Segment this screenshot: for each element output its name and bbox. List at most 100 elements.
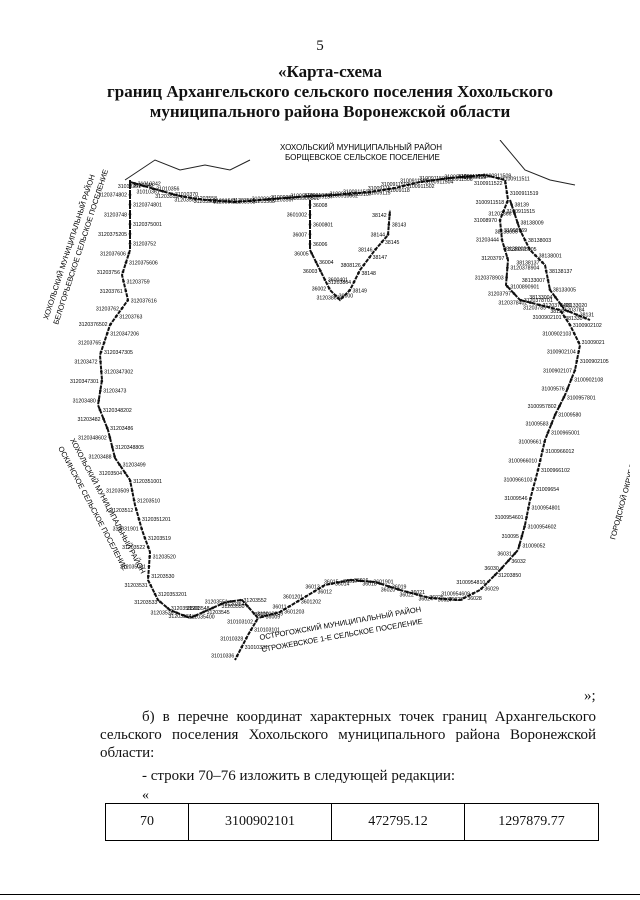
- boundary-point: [257, 198, 260, 202]
- point-label: 38133005: [553, 287, 576, 293]
- point-label: 3100954801: [531, 506, 560, 512]
- boundary-point: [497, 177, 501, 180]
- point-label: 36030: [484, 566, 499, 572]
- point-label: 3100911515: [507, 209, 536, 215]
- boundary-point: [510, 203, 513, 206]
- point-label: 36017: [343, 579, 358, 585]
- point-label: 31203765: [78, 341, 101, 347]
- point-label: 31203566: [232, 198, 255, 204]
- point-label: 3120351201: [142, 517, 171, 523]
- boundary-point: [523, 238, 527, 242]
- boundary-point: [536, 468, 540, 472]
- boundary-point: [229, 600, 233, 603]
- boundary-point: [487, 174, 491, 178]
- point-label: 310095: [502, 534, 519, 540]
- point-label: 31203519: [148, 536, 171, 542]
- point-label: 3100911522: [474, 181, 503, 187]
- boundary-point: [315, 194, 318, 198]
- boundary-point: [534, 478, 537, 481]
- document-title: «Карта-схема границ Архангельского сельс…: [60, 62, 600, 122]
- boundary-point: [334, 294, 337, 297]
- boundary-point: [208, 199, 212, 202]
- boundary-point: [153, 592, 157, 596]
- boundary-point: [559, 303, 563, 307]
- point-label: 3100911510: [458, 174, 487, 180]
- region-label-west-1: ХОХОЛЬСКИЙ МУНИЦИПАЛЬНЫЙ РАЙОН: [41, 173, 97, 320]
- point-label: 31009115: [368, 186, 391, 192]
- boundary-point: [527, 506, 530, 509]
- point-label: 36020: [381, 587, 396, 593]
- point-label: 3120378904: [510, 266, 539, 272]
- point-label: 31009115: [444, 174, 467, 180]
- boundary-point: [387, 585, 391, 588]
- boundary-point: [237, 200, 241, 203]
- point-label: 3100954810: [456, 580, 485, 586]
- boundary-point: [411, 182, 414, 186]
- boundary-point: [128, 232, 132, 236]
- boundary-point: [568, 323, 572, 327]
- boundary-point: [276, 197, 280, 200]
- boundary-point: [541, 449, 544, 453]
- point-label: 3120347302: [104, 369, 133, 375]
- point-label: 38148: [361, 271, 376, 277]
- boundary-point: [528, 301, 532, 304]
- closing-mark: »;: [584, 688, 596, 704]
- point-label: 31203510: [137, 498, 160, 504]
- boundary-point: [425, 595, 428, 599]
- point-label: 3120375606: [129, 261, 158, 267]
- point-label: 31010336: [211, 654, 234, 660]
- point-label: 31203551: [205, 599, 228, 605]
- boundary-point: [305, 194, 309, 198]
- boundary-point: [519, 230, 523, 233]
- region-label-north-2: БОРЩЕВСКОЕ СЕЛЬСКОЕ ПОСЕЛЕНИЕ: [285, 153, 440, 162]
- boundary-point: [159, 600, 162, 604]
- boundary-point: [105, 332, 109, 335]
- point-label: 31203550: [221, 604, 244, 610]
- boundary-point: [547, 305, 551, 309]
- boundary-point: [453, 598, 457, 601]
- point-label: 31009107: [349, 192, 372, 198]
- boundary-point: [310, 252, 314, 255]
- boundary-point: [128, 193, 132, 196]
- point-label: 36005: [294, 251, 309, 257]
- point-label: 3100911506: [444, 177, 473, 183]
- point-label: 31203548: [186, 606, 209, 612]
- boundary-point: [566, 387, 569, 390]
- boundary-point: [98, 389, 102, 393]
- point-label: 38133004: [529, 295, 552, 301]
- boundary-point: [566, 309, 570, 313]
- boundary-point: [99, 350, 103, 354]
- boundary-point: [175, 611, 178, 614]
- boundary-point: [359, 579, 362, 583]
- boundary-point: [529, 496, 532, 500]
- boundary-point: [363, 191, 367, 194]
- boundary-point: [193, 614, 196, 618]
- point-label: 3100911505: [400, 178, 429, 184]
- point-label: 31203558: [194, 196, 217, 202]
- point-label: 3120374802: [98, 193, 127, 199]
- point-label: 381330: [565, 316, 582, 322]
- point-label: 36022: [400, 593, 415, 599]
- boundary-point: [538, 459, 542, 462]
- point-label: 36007: [293, 232, 308, 238]
- point-label: 3100966102: [541, 468, 570, 474]
- point-label: 31203533: [134, 600, 157, 606]
- boundary-point: [357, 271, 360, 275]
- point-label: 31203752: [133, 242, 156, 248]
- boundary-point: [563, 315, 566, 319]
- boundary-point: [348, 289, 351, 292]
- point-label: 38138001: [539, 254, 562, 260]
- point-label: 3120374801: [133, 202, 162, 208]
- boundary-point: [97, 399, 101, 402]
- point-label: 31203762: [96, 306, 119, 312]
- boundary-point: [520, 534, 524, 538]
- boundary-point: [308, 242, 312, 246]
- boundary-point: [577, 340, 580, 344]
- region-label-east: ГОРОДСКОЙ ОКРУГ ГОРОД НОВОВОРОНЕЖ: [608, 382, 630, 540]
- list-item: - строки 70–76 изложить в следующей реда…: [142, 768, 456, 784]
- point-label: 31203486: [110, 426, 133, 432]
- point-label: 31203504: [99, 471, 122, 477]
- point-label: 3100957801: [567, 395, 596, 401]
- boundary-point: [584, 316, 587, 320]
- point-label: 3100957802: [528, 404, 557, 410]
